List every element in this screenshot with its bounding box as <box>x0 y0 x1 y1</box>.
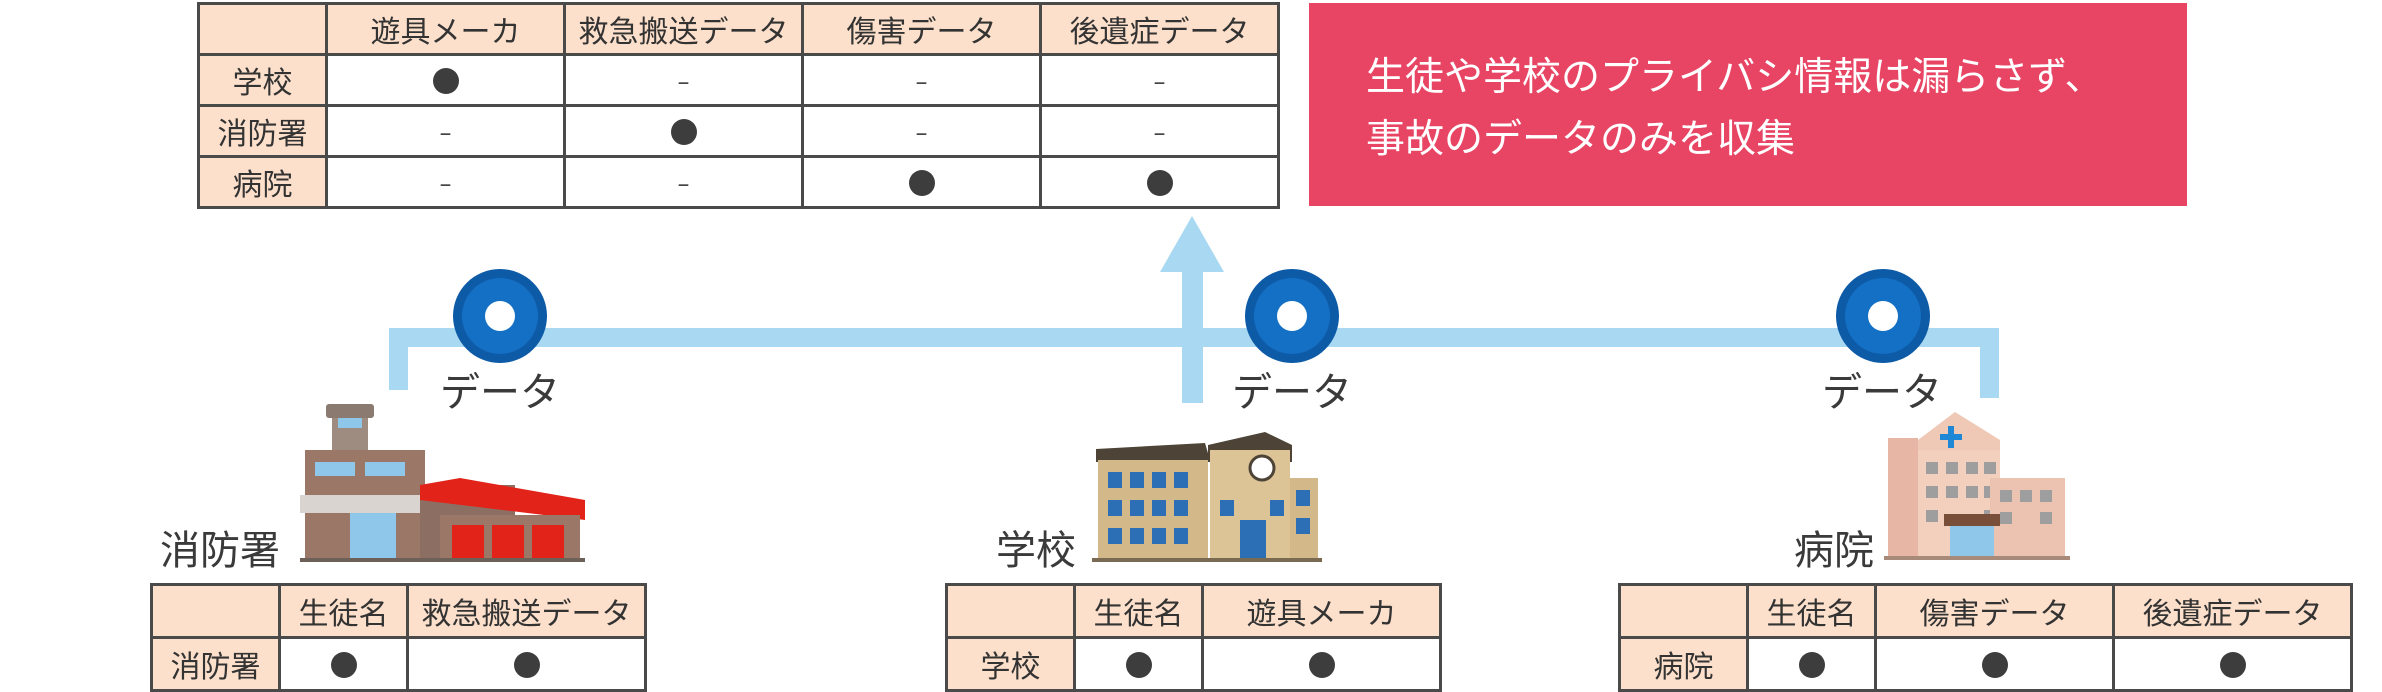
hospital-icon <box>1884 412 2070 560</box>
fire-header-row: 生徒名 救急搬送データ <box>150 583 647 639</box>
summary-mark: – <box>915 118 928 147</box>
fire-station-icon <box>300 404 585 562</box>
summary-row-label: 病院 <box>197 155 328 209</box>
school-corner-cell <box>945 583 1076 639</box>
hospital-cell <box>1874 636 2115 692</box>
summary-mark: – <box>677 67 690 96</box>
summary-cell: – <box>563 155 804 209</box>
summary-col-header: 後遺症データ <box>1039 2 1280 56</box>
hospital-mark <box>1981 652 2008 678</box>
school-label: 学校 <box>996 528 1076 574</box>
summary-col-header: 救急搬送データ <box>563 2 804 56</box>
summary-row-fire: 消防署 – – – <box>197 104 1280 158</box>
flow-line-center-stem <box>1182 268 1203 403</box>
fire-row-label: 消防署 <box>150 636 281 692</box>
hospital-label: 病院 <box>1794 528 1874 574</box>
summary-cell <box>1039 155 1280 209</box>
data-node-icon <box>1836 269 1930 363</box>
summary-mark: – <box>439 169 452 198</box>
hospital-mark <box>1798 652 1825 678</box>
summary-row-label: 消防署 <box>197 104 328 158</box>
summary-cell: – <box>325 155 566 209</box>
school-mark <box>1308 652 1335 678</box>
summary-cell: – <box>801 53 1042 107</box>
notice-line-2: 事故のデータのみを収集 <box>1366 117 1796 162</box>
school-icon <box>1092 432 1322 562</box>
fire-station-label: 消防署 <box>160 528 280 574</box>
hospital-mark <box>2219 652 2246 678</box>
hospital-corner-cell <box>1618 583 1749 639</box>
summary-row-hospital: 病院 – – <box>197 155 1280 209</box>
hospital-data-row: 病院 <box>1618 636 2353 692</box>
summary-cell: – <box>1039 104 1280 158</box>
hospital-table: 生徒名 傷害データ 後遺症データ 病院 <box>1618 583 2353 692</box>
school-mark <box>1125 652 1152 678</box>
summary-corner-cell <box>197 2 328 56</box>
summary-mark: – <box>677 169 690 198</box>
hospital-cell <box>1746 636 1877 692</box>
hospital-col-header: 後遺症データ <box>2112 583 2353 639</box>
privacy-notice-box: 生徒や学校のプライバシ情報は漏らさず、 事故のデータのみを収集 <box>1309 3 2187 206</box>
summary-cell: – <box>1039 53 1280 107</box>
summary-header-row: 遊具メーカ 救急搬送データ 傷害データ 後遺症データ <box>197 2 1280 56</box>
notice-line-1: 生徒や学校のプライバシ情報は漏らさず、 <box>1366 55 2104 100</box>
hospital-row-label: 病院 <box>1618 636 1749 692</box>
hospital-header-row: 生徒名 傷害データ 後遺症データ <box>1618 583 2353 639</box>
school-col-header: 遊具メーカ <box>1201 583 1442 639</box>
summary-cell <box>563 104 804 158</box>
fire-data-label: データ <box>440 370 560 416</box>
summary-cell: – <box>801 104 1042 158</box>
school-data-row: 学校 <box>945 636 1442 692</box>
fire-mark <box>513 652 540 678</box>
hospital-col-header: 傷害データ <box>1874 583 2115 639</box>
summary-col-header: 傷害データ <box>801 2 1042 56</box>
school-data-label: データ <box>1232 370 1352 416</box>
upload-arrow-icon <box>1160 216 1224 272</box>
summary-mark: – <box>1153 118 1166 147</box>
summary-col-header: 遊具メーカ <box>325 2 566 56</box>
flow-line-hospital-drop <box>1980 328 1999 398</box>
fire-cell <box>278 636 409 692</box>
fire-corner-cell <box>150 583 281 639</box>
summary-cell: – <box>325 104 566 158</box>
hospital-col-header: 生徒名 <box>1746 583 1877 639</box>
school-table: 生徒名 遊具メーカ 学校 <box>945 583 1442 692</box>
hospital-cell <box>2112 636 2353 692</box>
summary-mark <box>908 170 935 196</box>
data-node-icon <box>1245 269 1339 363</box>
fire-col-header: 生徒名 <box>278 583 409 639</box>
summary-mark: – <box>1153 67 1166 96</box>
summary-row-school: 学校 – – – <box>197 53 1280 107</box>
fire-col-header: 救急搬送データ <box>406 583 647 639</box>
school-cell <box>1073 636 1204 692</box>
hospital-data-label: データ <box>1822 370 1942 416</box>
flow-line-fire-drop <box>389 328 408 390</box>
fire-data-row: 消防署 <box>150 636 647 692</box>
school-cell <box>1201 636 1442 692</box>
school-col-header: 生徒名 <box>1073 583 1204 639</box>
data-node-icon <box>453 269 547 363</box>
summary-cell <box>325 53 566 107</box>
fire-mark <box>330 652 357 678</box>
summary-mark <box>1146 170 1173 196</box>
school-header-row: 生徒名 遊具メーカ <box>945 583 1442 639</box>
summary-mark: – <box>439 118 452 147</box>
summary-mark <box>432 68 459 94</box>
school-row-label: 学校 <box>945 636 1076 692</box>
summary-row-label: 学校 <box>197 53 328 107</box>
summary-mark <box>670 119 697 145</box>
summary-table: 遊具メーカ 救急搬送データ 傷害データ 後遺症データ 学校 – – – 消防署 … <box>197 2 1280 209</box>
summary-mark: – <box>915 67 928 96</box>
summary-cell <box>801 155 1042 209</box>
summary-cell: – <box>563 53 804 107</box>
fire-station-table: 生徒名 救急搬送データ 消防署 <box>150 583 647 692</box>
fire-cell <box>406 636 647 692</box>
